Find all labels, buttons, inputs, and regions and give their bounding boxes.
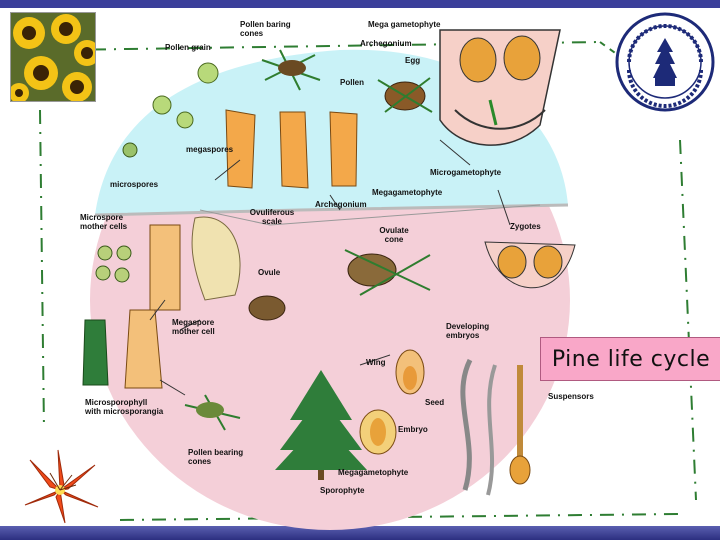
ovulate-cone-top — [377, 77, 433, 113]
pollen-cone-branch-top — [261, 49, 321, 91]
embryo-illustration — [359, 409, 397, 455]
label-ovulate-cone: Ovulate cone — [379, 226, 409, 244]
ovulate-cone-mid — [344, 249, 431, 296]
ovule-cone-small — [248, 295, 286, 321]
lily-flower-image — [24, 449, 99, 524]
label-sporophyte: Sporophyte — [320, 486, 365, 495]
label-suspensors: Suspensors — [548, 392, 594, 401]
label-ovuliferous-scale: Ovuliferous scale — [249, 208, 295, 226]
university-seal-logo — [615, 12, 715, 112]
label-pollen-grain: Pollen grain — [165, 43, 211, 52]
ovule-sequence — [225, 109, 358, 189]
title-box: Pine life cycle — [540, 337, 720, 381]
label-megagametophyte-mid: Megagametophyte — [372, 188, 443, 197]
label-embryo: Embryo — [398, 425, 428, 434]
label-pollen-bearing-cones-bottom: Pollen bearing cones — [188, 448, 244, 466]
top-bar — [0, 0, 720, 8]
ovuliferous-scale — [149, 216, 241, 311]
seed-illustration — [395, 349, 425, 395]
label-megaspore-mother-cell: Megaspore mother cell — [172, 318, 215, 336]
label-zygotes: Zygotes — [510, 222, 541, 231]
zygotes-illustration — [484, 241, 576, 289]
label-wing: Wing — [366, 358, 386, 367]
label-megaspores: megaspores — [186, 145, 234, 154]
label-seed: Seed — [425, 398, 445, 407]
label-archegonium-mid: Archegonium — [315, 200, 367, 209]
sunflower-image — [10, 12, 96, 102]
label-ovule: Ovule — [258, 268, 281, 277]
microsporophyll — [82, 309, 163, 389]
label-egg: Egg — [405, 56, 421, 65]
microspore-mother-cells — [95, 245, 132, 283]
label-developing-embryos: Developing embryos — [446, 322, 490, 340]
label-microgametophyte: Microgametophyte — [430, 168, 502, 177]
diagram-title: Pine life cycle — [551, 346, 711, 372]
label-microsporophyll: Microsporophyll with microsporangia — [85, 398, 164, 416]
label-pollen: Pollen — [340, 78, 365, 87]
pollen-grains — [152, 62, 219, 129]
sporophyte-tree — [275, 370, 367, 480]
label-pollen-bearing-cones-top: Pollen baring cones — [240, 20, 291, 38]
label-megagametophyte-bottom: Megagametophyte — [338, 468, 409, 477]
label-microspore-mother-cells: Microspore mother cells — [80, 213, 128, 231]
developing-embryos — [460, 358, 531, 496]
ovule-cutaway-top — [439, 29, 561, 146]
pollen-cone-branch-bottom — [184, 394, 241, 431]
label-mega-gametophyte: Mega gametophyte — [368, 20, 441, 29]
bottom-bar — [0, 526, 720, 540]
microspores — [122, 142, 138, 158]
label-microspores: microspores — [110, 180, 159, 189]
label-archegonium-top: Archegonium — [360, 39, 412, 48]
